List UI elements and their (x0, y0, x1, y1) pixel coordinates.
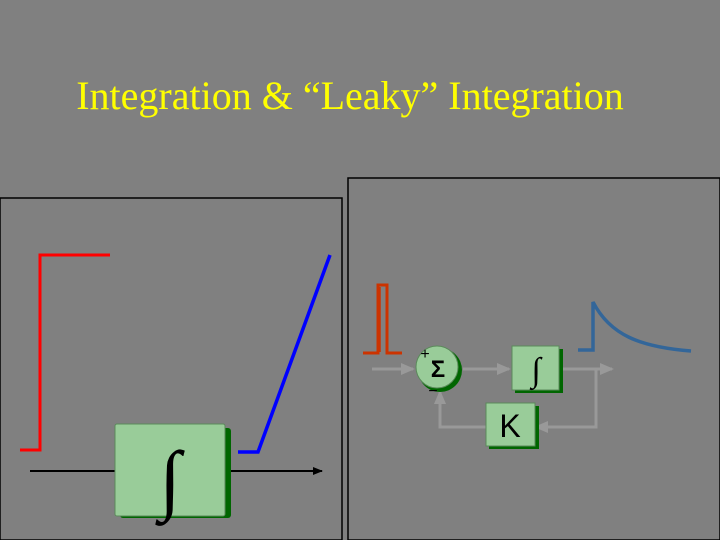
decay-output-signal (578, 301, 692, 353)
plus-sign: + (420, 346, 429, 363)
gain-label: K (499, 408, 520, 444)
leaky-integration-panel: Σ + − ∫ K (347, 177, 720, 540)
step-input-signal (20, 253, 110, 452)
summing-junction: Σ (415, 345, 462, 392)
integration-panel-frame (0, 197, 343, 540)
ramp-output-signal (238, 254, 332, 454)
slide-title: Integration & “Leaky” Integration (76, 73, 624, 118)
sigma-symbol: Σ (431, 356, 445, 383)
leaky-panel-frame (347, 177, 720, 540)
feedback-to-sum-line (434, 390, 486, 429)
integration-panel: ∫ (0, 197, 343, 540)
integral-symbol: ∫ (154, 435, 185, 526)
leaky-integrator-block: ∫ (511, 345, 563, 393)
gain-block: K (485, 402, 539, 449)
pulse-input-signal (363, 283, 402, 355)
feedback-to-gain-line (534, 369, 598, 433)
integrator-block: ∫ (114, 423, 231, 526)
minus-sign: − (428, 383, 437, 400)
integral-symbol-small: ∫ (529, 352, 543, 391)
